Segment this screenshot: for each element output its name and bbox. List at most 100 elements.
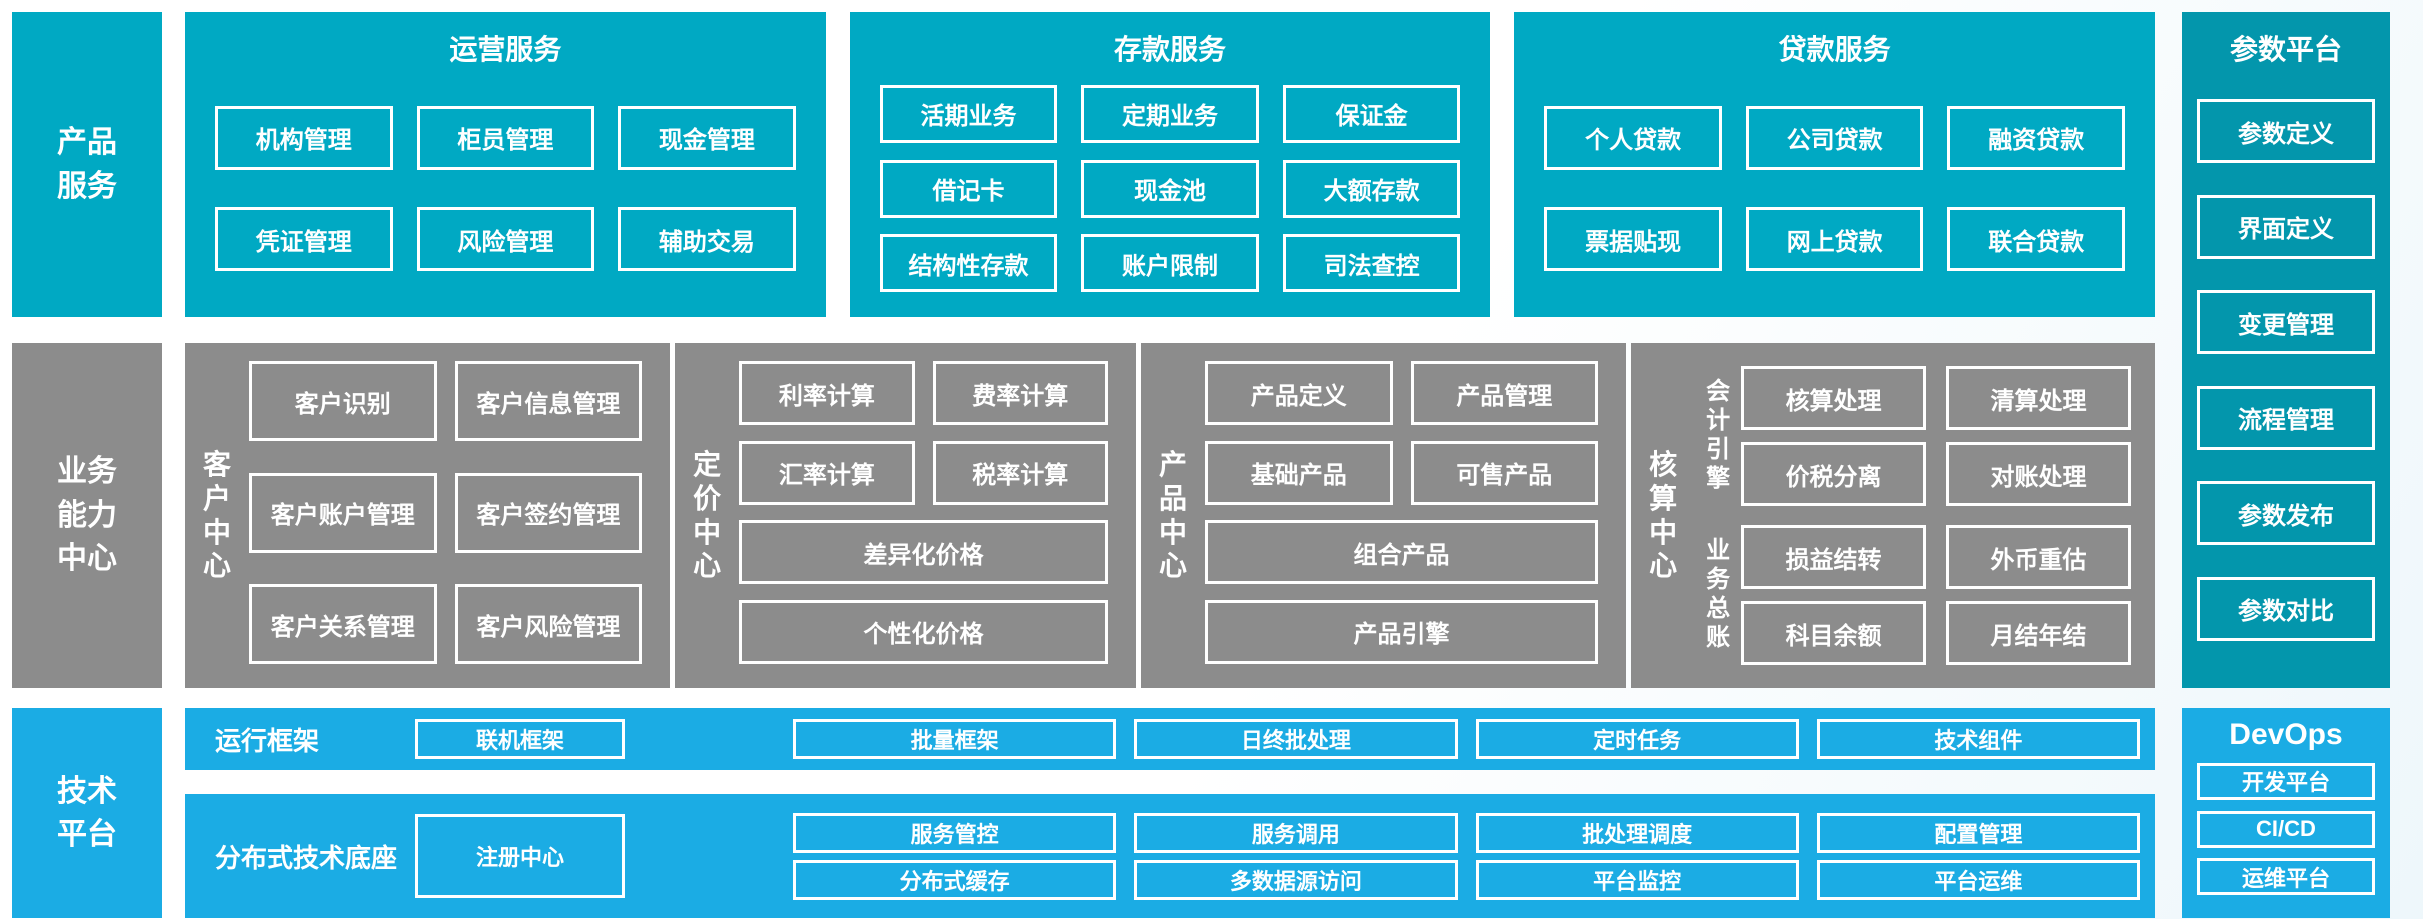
panel-row: 利率计算 费率计算 — [739, 361, 1108, 425]
panel-title: 存款服务 — [1114, 34, 1227, 65]
diagram-node: 平台监控 — [1475, 859, 1799, 900]
panel-operations-services: 运营服务 机构管理 柜员管理 现金管理 凭证管理 风险管理 辅助交易 — [185, 12, 826, 317]
panel-rows: 开发平台 CI/CD 运维平台 — [2182, 752, 2390, 918]
diagram-node: 现金池 — [1081, 159, 1259, 218]
diagram-node: 配置管理 — [1816, 812, 2140, 853]
diagram-node: 利率计算 — [739, 361, 915, 425]
diagram-node: 分布式缓存 — [793, 859, 1117, 900]
main-column: 运营服务 机构管理 柜员管理 现金管理 凭证管理 风险管理 辅助交易 存款服务 — [185, 12, 2156, 919]
panel-product-center: 产 品 中 心 产品定义 产品管理 基础产品 可售产品 组合产品 产品引擎 — [1140, 343, 1627, 688]
panel-rows: 活期业务 定期业务 保证金 借记卡 现金池 大额存款 结构性存款 账户限制 司法… — [850, 68, 1491, 317]
diagram-node: 税率计算 — [932, 440, 1108, 505]
diagram-node: 风险管理 — [416, 207, 595, 272]
panel-rows: 产品定义 产品管理 基础产品 可售产品 组合产品 产品引擎 — [1204, 343, 1626, 688]
panel-customer-center: 客 户 中 心 客户识别 客户信息管理 客户账户管理 客户签约管理 客户关系管理… — [185, 343, 671, 688]
panel-row: 基础产品 可售产品 — [1204, 440, 1599, 505]
panel-row: 核算处理 清算处理 — [1741, 366, 2132, 430]
diagram-node: 产品定义 — [1204, 361, 1393, 425]
rail-technology-platform: 技术 平台 — [12, 708, 162, 918]
diagram-node: 外币重估 — [1946, 525, 2132, 589]
panel-row: 科目余额 月结年结 — [1741, 601, 2132, 665]
diagram-node: 批处理调度 — [1475, 812, 1799, 853]
diagram-node: 技术组件 — [1816, 719, 2140, 759]
diagram-node: 对账处理 — [1946, 442, 2132, 506]
diagram-node: 可售产品 — [1410, 440, 1599, 505]
diagram-node: 定期业务 — [1081, 84, 1259, 143]
diagram-node: 个人贷款 — [1544, 105, 1722, 170]
panel-rows: 客户识别 客户信息管理 客户账户管理 客户签约管理 客户关系管理 客户风险管理 — [249, 343, 670, 688]
panel-row: 个性化价格 — [739, 599, 1108, 664]
panel-row: 客户账户管理 客户签约管理 — [249, 472, 643, 553]
diagram-node: 费率计算 — [932, 361, 1108, 425]
group-business-ledger: 业 务 总 账 损益结转 外币重估 科目余额 月结年结 — [1695, 525, 2132, 665]
left-rail: 产品 服务 业务 能力 中心 技术 平台 — [12, 12, 162, 919]
vertical-sublabel: 业 务 总 账 — [1706, 537, 1731, 651]
diagram-node: 价税分离 — [1741, 442, 1927, 506]
panel-row: 汇率计算 税率计算 — [739, 440, 1108, 505]
panel-deposit-services: 存款服务 活期业务 定期业务 保证金 借记卡 现金池 大额存款 结构性存款 账户 — [849, 12, 1491, 317]
diagram-node: 个性化价格 — [739, 599, 1108, 664]
panel-row: 服务管控 服务调用 批处理调度 配置管理 — [793, 812, 2140, 853]
diagram-node: 开发平台 — [2197, 762, 2375, 800]
diagram-node: 保证金 — [1282, 84, 1461, 143]
technology-platform-band: 运行框架 联机框架 批量框架 日终批处理 定时任务 技术组件 分布式技术底座 注… — [185, 708, 2155, 918]
diagram-node: 联机框架 — [415, 719, 625, 759]
panel-row: 价税分离 对账处理 — [1741, 442, 2132, 506]
diagram-node: 日终批处理 — [1134, 719, 1458, 759]
diagram-node: 组合产品 — [1204, 520, 1599, 585]
panel-title: 参数平台 — [2229, 34, 2342, 65]
diagram-node: 客户账户管理 — [249, 472, 437, 553]
diagram-node: 账户限制 — [1081, 234, 1259, 293]
diagram-node: 借记卡 — [879, 159, 1058, 218]
panel-row: 借记卡 现金池 大额存款 — [879, 159, 1461, 218]
panel-rows: 会 计 引 擎 核算处理 清算处理 价税分离 对账处理 — [1695, 343, 2155, 688]
rail-label: 产品 服务 — [57, 126, 117, 203]
panel-row: 产品定义 产品管理 — [1204, 361, 1599, 425]
panel-row: 活期业务 定期业务 保证金 — [879, 84, 1461, 143]
diagram-node: 联合贷款 — [1947, 207, 2126, 272]
diagram-node: 凭证管理 — [215, 207, 393, 272]
group-accounting-engine: 会 计 引 擎 核算处理 清算处理 价税分离 对账处理 — [1695, 366, 2132, 506]
panel-pricing-center: 定 价 中 心 利率计算 费率计算 汇率计算 税率计算 差异化价格 个性化价格 — [675, 343, 1136, 688]
diagram-node: 柜员管理 — [416, 105, 595, 170]
diagram-node: 注册中心 — [415, 814, 625, 898]
diagram-node: 客户签约管理 — [454, 472, 643, 553]
rail-product-services: 产品 服务 — [12, 12, 162, 317]
panel-row: 票据贴现 网上贷款 联合贷款 — [1544, 207, 2126, 272]
diagram-node: 变更管理 — [2197, 290, 2375, 355]
bar-label: 分布式技术底座 — [215, 842, 398, 873]
diagram-node: 大额存款 — [1282, 159, 1461, 218]
diagram-node: 客户信息管理 — [454, 361, 643, 441]
panel-row: 组合产品 — [1204, 520, 1599, 585]
diagram-node: 活期业务 — [879, 84, 1058, 143]
vertical-label: 定 价 中 心 — [693, 449, 722, 582]
diagram-node: 汇率计算 — [739, 440, 915, 505]
panel-rows: 机构管理 柜员管理 现金管理 凭证管理 风险管理 辅助交易 — [185, 68, 826, 317]
rail-label: 技术 平台 — [57, 774, 117, 852]
diagram-node: 定时任务 — [1475, 719, 1799, 759]
diagram-node: 多数据源访问 — [1134, 859, 1458, 900]
panel-title: 运营服务 — [449, 34, 562, 65]
diagram-node: 批量框架 — [793, 719, 1117, 759]
diagram-node: 参数定义 — [2197, 99, 2375, 164]
bar-distributed-foundation: 分布式技术底座 注册中心 服务管控 服务调用 批处理调度 配置管理 分布式缓存 … — [185, 794, 2155, 918]
panel-row: 客户识别 客户信息管理 — [249, 361, 643, 441]
diagram-node: 流程管理 — [2197, 385, 2375, 450]
diagram-node: 清算处理 — [1946, 366, 2132, 430]
panel-rows: 利率计算 费率计算 汇率计算 税率计算 差异化价格 个性化价格 — [739, 343, 1136, 688]
panel-devops: DevOps 开发平台 CI/CD 运维平台 — [2182, 708, 2390, 918]
vertical-label: 产 品 中 心 — [1158, 449, 1187, 582]
diagram-node: 客户风险管理 — [454, 584, 643, 664]
panel-row: 产品引擎 — [1204, 599, 1599, 664]
diagram-node: 机构管理 — [215, 105, 393, 170]
rail-label: 业务 能力 中心 — [57, 455, 117, 576]
diagram-node: 结构性存款 — [879, 234, 1058, 293]
diagram-node: 参数对比 — [2197, 576, 2375, 641]
bar-runtime-framework: 运行框架 联机框架 批量框架 日终批处理 定时任务 技术组件 — [185, 708, 2155, 770]
panel-row: 损益结转 外币重估 — [1741, 525, 2132, 589]
diagram-node: 产品引擎 — [1204, 599, 1599, 664]
diagram-node: 差异化价格 — [739, 520, 1108, 585]
diagram-node: 现金管理 — [618, 105, 796, 170]
panel-title: DevOps — [2229, 718, 2343, 751]
